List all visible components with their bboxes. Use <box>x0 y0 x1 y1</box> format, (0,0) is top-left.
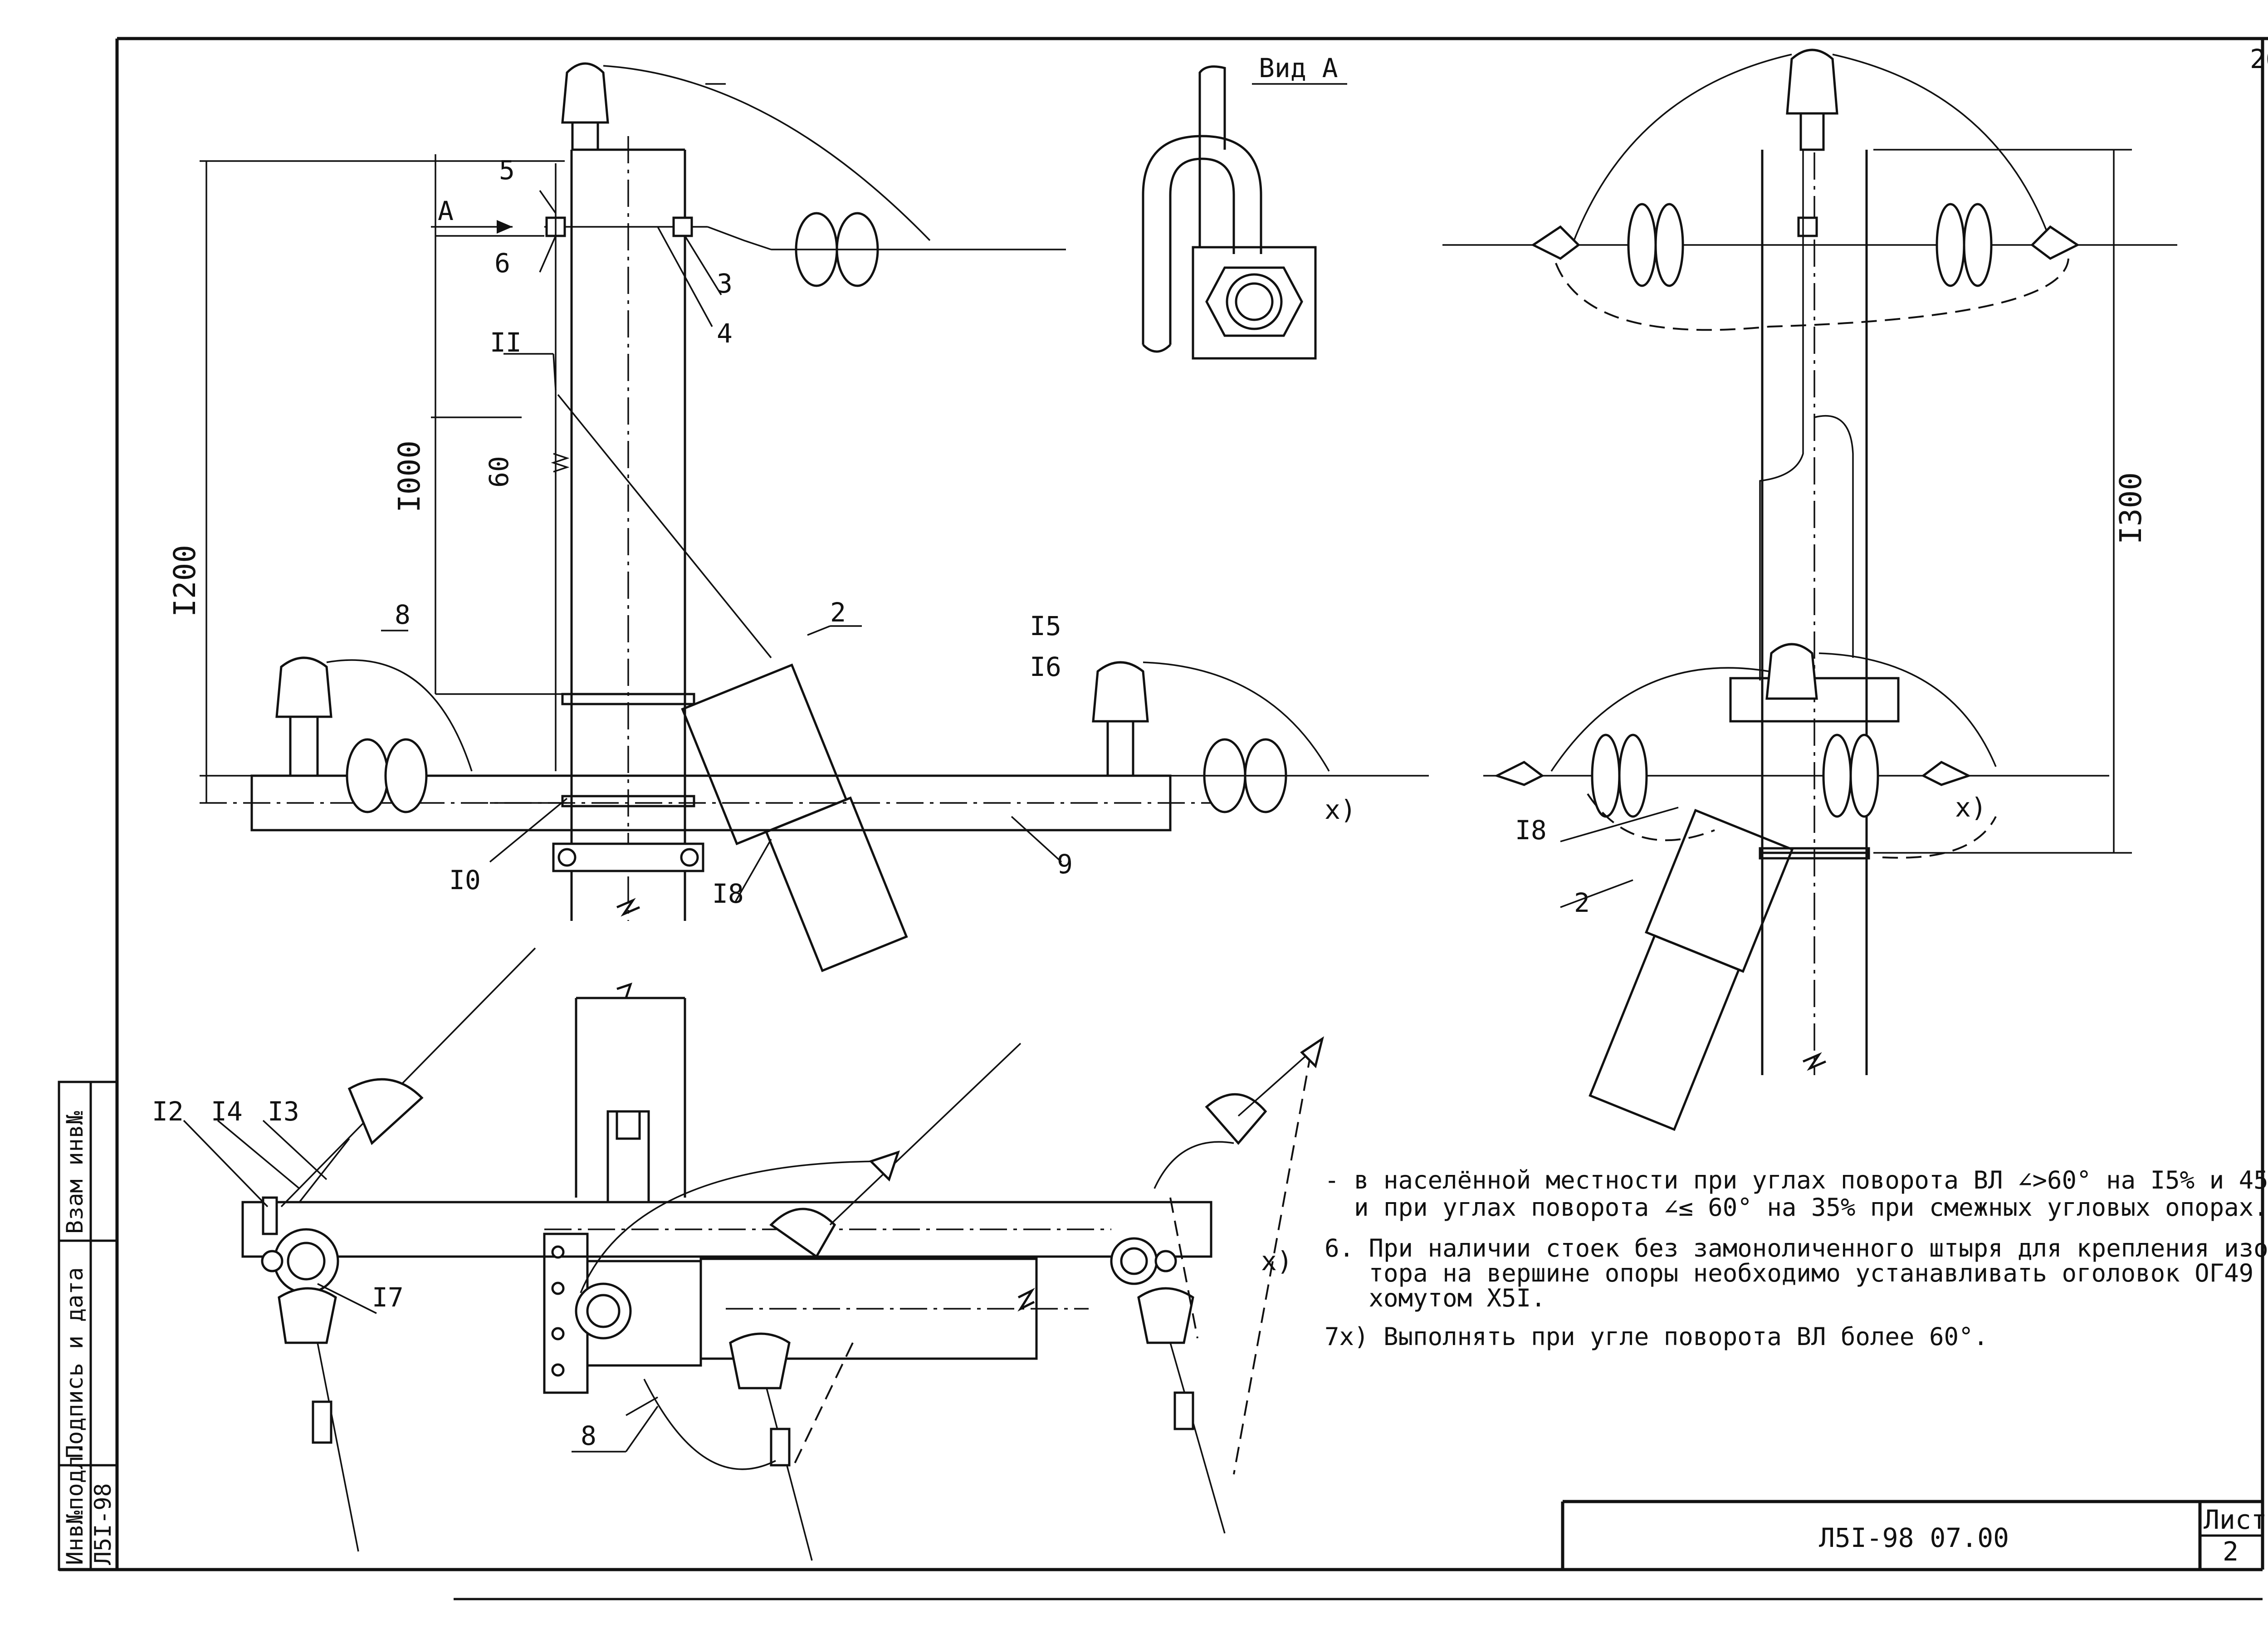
stamp-swap-inv: Взам инв№ <box>62 1111 88 1234</box>
side-stamp <box>58 1081 118 1571</box>
label-11: II <box>490 327 522 358</box>
side-disc-insulator-icon <box>1627 203 1657 287</box>
view-a-title: Вид А <box>1259 53 1338 83</box>
dimension-1300: I300 <box>2113 472 2148 544</box>
label-6: 6 <box>494 248 510 279</box>
front-view <box>200 62 1429 972</box>
notes: - в населённой местности при углах повор… <box>1325 1166 2268 1351</box>
view-a <box>1142 65 1347 360</box>
note-line-6: 7x) Выполнять при угле поворота ВЛ более… <box>1325 1322 1988 1351</box>
view-arrow-icon <box>497 220 513 234</box>
label-60: 60 <box>484 456 514 488</box>
label-9: 9 <box>1057 849 1073 880</box>
dimension-1200: I200 <box>167 545 202 617</box>
label-x-plan: x) <box>1261 1246 1293 1277</box>
label-17: I7 <box>372 1282 404 1313</box>
label-13: I3 <box>268 1096 299 1127</box>
side-top-insulator-icon <box>1786 49 1838 115</box>
label-4: 4 <box>717 318 733 349</box>
left-pin-insulator-icon <box>275 656 332 718</box>
plan-right-insulator-icon <box>1205 1093 1267 1145</box>
stamp-sign-date: Подпись и дата <box>62 1267 88 1458</box>
stamp-inv-value: Л5I-98 <box>90 1483 116 1565</box>
label-3: 3 <box>717 268 733 299</box>
stamp-inv-orig: Инв№подл. <box>62 1442 88 1565</box>
label-16: I6 <box>1030 651 1061 682</box>
label-12: I2 <box>152 1096 184 1127</box>
label-18-side: I8 <box>1515 815 1547 846</box>
note-line-3: 6. При наличии стоек без замоноличенного… <box>1325 1234 2268 1262</box>
drawing-frame <box>59 37 2268 1600</box>
side-view <box>1442 49 2177 1131</box>
label-18-front: I8 <box>712 878 744 909</box>
sheet-label: Лист <box>2204 1504 2267 1535</box>
label-8-plan: 8 <box>581 1420 596 1451</box>
view-arrow-label: А <box>438 196 454 226</box>
label-5: 5 <box>499 155 515 186</box>
side-mid-insulator-icon <box>1765 643 1818 700</box>
top-pin-insulator-icon <box>561 62 609 124</box>
label-10: I0 <box>449 865 481 895</box>
corner-number: 26 <box>2250 44 2268 74</box>
document-code: Л5I-98 07.00 <box>1819 1522 2009 1553</box>
plan-center-insulator-icon <box>769 1208 836 1258</box>
plan-crossarm <box>241 1201 1212 1258</box>
label-2: 2 <box>830 597 846 628</box>
sheet-number: 2 <box>2223 1536 2239 1567</box>
note-line-5: хомутом Х5I. <box>1325 1284 1546 1312</box>
label-8: 8 <box>395 599 411 630</box>
note-line-2: и при углах поворота ∠≤ 60° на 35% при с… <box>1325 1193 2268 1222</box>
dimension-1000: I000 <box>392 440 427 513</box>
right-pin-insulator-icon <box>1092 661 1149 723</box>
title-block <box>1561 1500 2263 1570</box>
plan-left-insulator-icon <box>347 1078 424 1145</box>
label-x-front: x) <box>1325 794 1356 825</box>
label-15: I5 <box>1030 611 1061 641</box>
label-2-side: 2 <box>1574 887 1590 918</box>
label-14: I4 <box>211 1096 243 1127</box>
note-line-1: - в населённой местности при углах повор… <box>1325 1166 2268 1194</box>
note-line-4: тора на вершине опоры необходимо устанав… <box>1325 1259 2268 1287</box>
label-x-side: x) <box>1955 792 1987 823</box>
plan-view <box>183 947 1324 1561</box>
